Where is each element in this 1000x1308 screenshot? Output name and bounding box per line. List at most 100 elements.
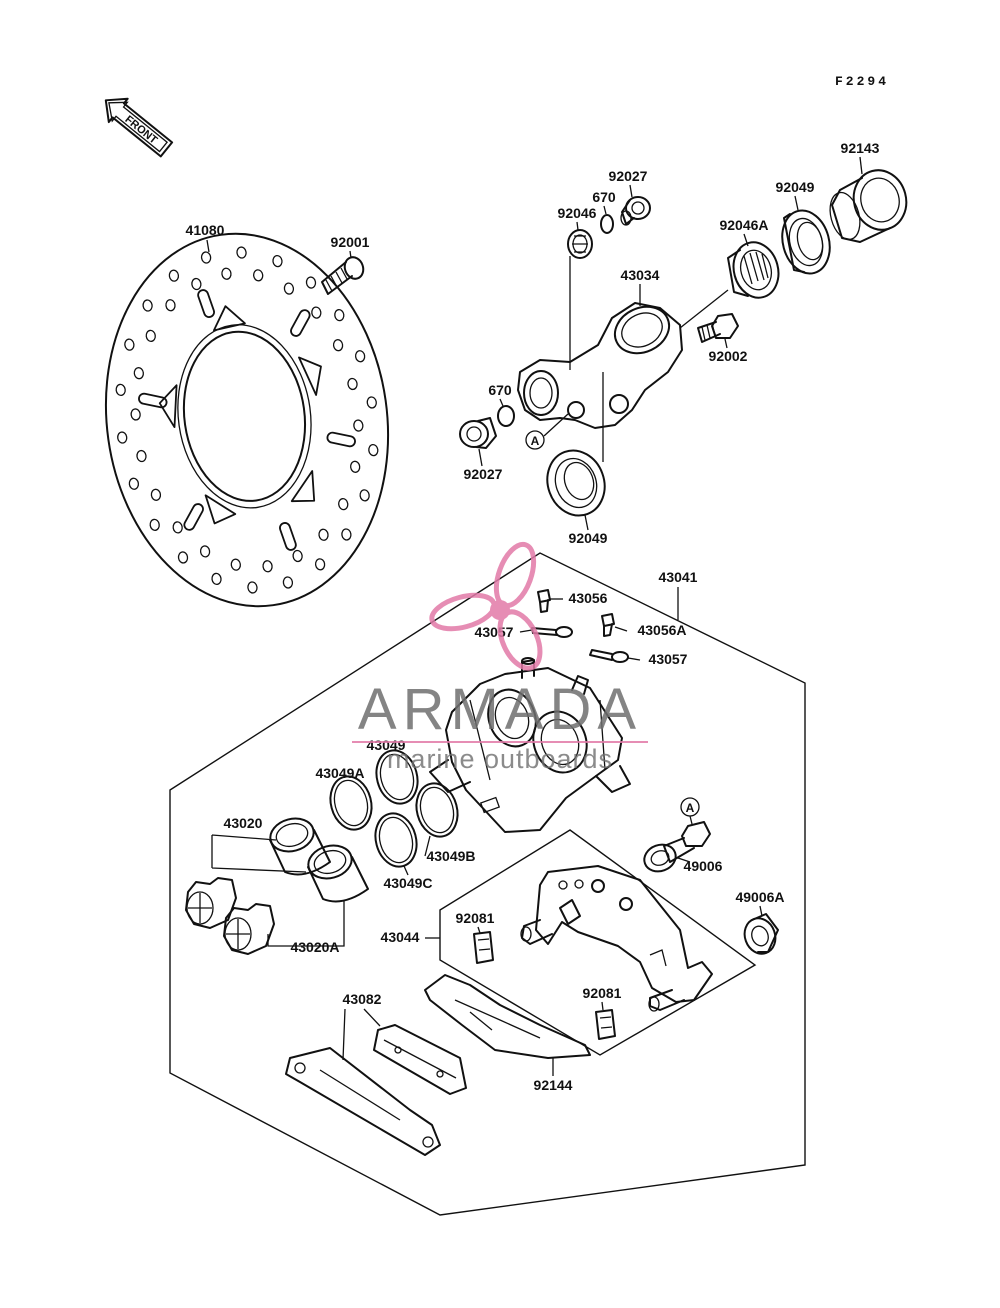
watermark-tagline: marine outboards (387, 744, 613, 774)
disc-hub-cutout (158, 384, 178, 429)
disc-vent-hole (347, 377, 358, 391)
callout-43020A: 43020A (290, 939, 339, 955)
disc-vent-hole (318, 528, 329, 541)
disc-vent-hole (130, 408, 141, 421)
callout-92027-top: 92027 (609, 168, 648, 184)
callout-43044: 43044 (381, 929, 420, 945)
callout-43082: 43082 (343, 991, 382, 1007)
disc-vent-hole (283, 282, 295, 295)
piston-seal-43049C (374, 812, 418, 868)
slide-pin-49006 (643, 821, 711, 873)
bracket-box (439, 829, 757, 1056)
disc-slot (183, 503, 204, 531)
dust-seal-43020A-lower (223, 903, 275, 955)
disc-features (115, 246, 379, 594)
disc-vent-hole (221, 267, 232, 280)
collar-92027-top (620, 196, 651, 226)
callout-43034: 43034 (621, 267, 660, 283)
disc-vent-hole (368, 443, 379, 457)
disc-slot (138, 392, 168, 409)
oil-seal-92049-lower (546, 449, 606, 517)
pin-boot-49006A (743, 913, 779, 955)
disc-vent-hole (353, 419, 364, 432)
callout-41080: 41080 (186, 222, 225, 238)
disc-vent-hole (338, 497, 349, 511)
callout-92144: 92144 (534, 1077, 573, 1093)
disc-vent-hole (366, 396, 377, 409)
disc-vent-hole (165, 299, 176, 312)
disc-vent-hole (136, 449, 147, 463)
disc-bolt-92001 (321, 256, 365, 295)
disc-vent-hole (199, 545, 211, 558)
callout-43020: 43020 (224, 815, 263, 831)
piston-seal-43049B (415, 782, 459, 838)
reference-marker-a-label: A (531, 434, 540, 448)
figure-code: F2294 (835, 74, 889, 89)
caliper-bracket-43044 (520, 865, 713, 1012)
callout-670-top: 670 (592, 189, 616, 205)
propeller-logo-icon (429, 541, 543, 671)
callout-43049A: 43049A (315, 765, 364, 781)
disc-vent-hole (314, 558, 326, 571)
callout-92001: 92001 (331, 234, 370, 250)
disc-slot (197, 289, 215, 318)
disc-vent-hole (149, 518, 160, 531)
callout-43041: 43041 (659, 569, 698, 585)
collar-92027-left (459, 417, 497, 449)
pad-shim-43082 (285, 1047, 441, 1156)
disc-slot (279, 522, 297, 551)
disc-vent-hole (282, 576, 294, 589)
callout-43056A: 43056A (637, 622, 686, 638)
pad-clip-92081-lower (595, 1009, 616, 1040)
disc-vent-hole (236, 246, 247, 259)
disc-vent-hole (334, 309, 345, 322)
callout-92046A: 92046A (719, 217, 768, 233)
callout-670-left: 670 (488, 382, 512, 398)
disc-vent-hole (247, 581, 258, 594)
disc-vent-hole (172, 521, 183, 534)
callout-43056: 43056 (569, 590, 608, 606)
armada-watermark: ARMADA marine outboards (352, 541, 648, 774)
disc-vent-hole (311, 306, 322, 319)
caliper-body (429, 657, 631, 833)
pad-clip-92081-upper (473, 931, 494, 964)
disc-vent-hole (349, 460, 361, 473)
brake-pad-43082 (373, 1024, 467, 1095)
disc-vent-hole (117, 431, 128, 444)
front-arrow-icon: FRONT (104, 97, 174, 158)
watermark-brand: ARMADA (358, 677, 642, 742)
piston-seal-43049 (375, 749, 419, 805)
needle-bearing-92046 (567, 229, 593, 259)
callout-49006A: 49006A (735, 889, 784, 905)
callout-49006: 49006 (684, 858, 723, 874)
pad-spring-92144 (424, 974, 591, 1059)
disc-vent-hole (150, 488, 162, 501)
caliper-assembly-box (169, 552, 806, 1216)
disc-vent-hole (332, 339, 344, 352)
callout-43057-right: 43057 (649, 651, 688, 667)
piston-seal-43049A (329, 775, 373, 831)
o-ring-670-top (600, 214, 614, 234)
disc-vent-hole (200, 251, 212, 264)
bolt-92002 (697, 313, 739, 343)
disc-vent-hole (341, 528, 352, 541)
o-ring-670-left (497, 405, 515, 427)
disc-vent-hole (305, 276, 317, 289)
callout-92002: 92002 (709, 348, 748, 364)
callout-92081-lower: 92081 (583, 985, 622, 1001)
disc-vent-hole (168, 269, 180, 282)
disc-vent-hole (191, 277, 202, 291)
bleed-valve-43056 (537, 589, 551, 613)
reference-marker-a-lower-label: A (686, 801, 695, 815)
piston-43020-upper (269, 817, 331, 876)
disc-vent-hole (145, 329, 156, 343)
disc-hub-cutout (212, 305, 246, 332)
caliper-holder-43034 (517, 302, 683, 429)
sleeve-92143 (829, 169, 908, 243)
bleed-valve-43056A (601, 613, 615, 637)
callout-43049C: 43049C (383, 875, 432, 891)
disc-hub-cutout (298, 356, 322, 396)
disc-slot (326, 431, 356, 448)
callout-92081-upper: 92081 (456, 910, 495, 926)
